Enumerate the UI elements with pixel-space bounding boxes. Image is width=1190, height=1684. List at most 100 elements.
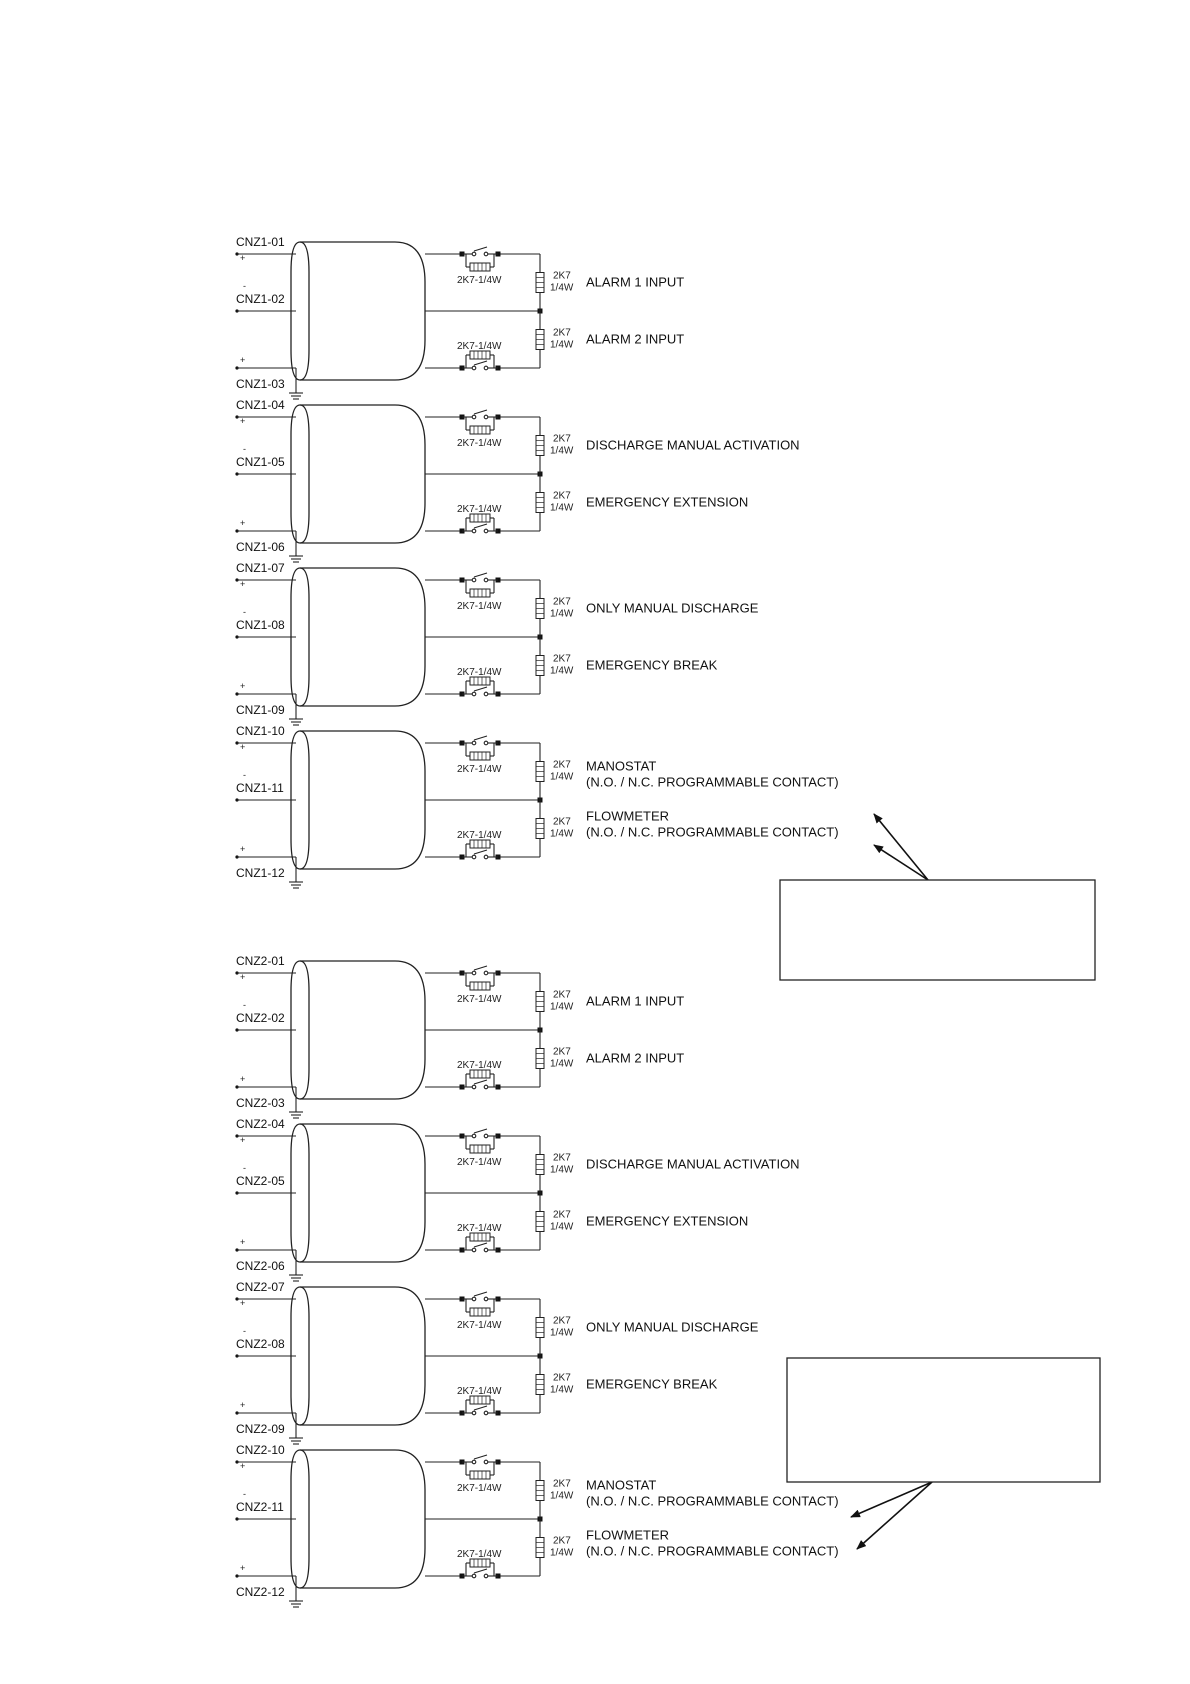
contact-point — [483, 528, 489, 534]
connector-block: CNZ2-01CNZ2-02CNZ2-03+-+2K7-1/4W2K7-1/4W… — [235, 954, 684, 1119]
note-box — [786, 1357, 1101, 1483]
connector-block: CNZ1-01CNZ1-02CNZ1-03+-+2K7-1/4W2K7-1/4W… — [235, 235, 684, 400]
series-resistor-label: 2K7-1/4W — [457, 667, 502, 678]
pin-label: CNZ1-12 — [236, 866, 285, 880]
contact-point — [483, 970, 489, 976]
note-arrow — [850, 1481, 933, 1518]
contact-blade — [473, 686, 488, 692]
series-resistor-label: 2K7-1/4W — [457, 1320, 502, 1331]
pin-label: CNZ2-06 — [236, 1259, 285, 1273]
pin-label: CNZ2-02 — [236, 1011, 285, 1025]
pin-label: CNZ2-09 — [236, 1422, 285, 1436]
function-label: ALARM 1 INPUT — [586, 275, 684, 290]
shunt-rating: 1/4W — [550, 446, 574, 457]
contact-switch: 2K7-1/4W — [457, 1454, 502, 1494]
series-resistor-label: 2K7-1/4W — [457, 275, 502, 286]
contact-point — [483, 251, 489, 257]
contact-switch: 2K7-1/4W — [457, 965, 502, 1005]
contact-point — [483, 1296, 489, 1302]
contact-switch: 2K7-1/4W — [457, 1128, 502, 1168]
contact-point — [471, 1133, 477, 1139]
series-resistor — [469, 425, 491, 435]
series-resistor — [469, 751, 491, 761]
cable-sheath — [290, 404, 426, 544]
cable-sheath — [290, 241, 426, 381]
contact-switch: 2K7-1/4W — [457, 1060, 502, 1090]
function-label: MANOSTAT — [586, 1478, 656, 1493]
connector-block: CNZ2-07CNZ2-08CNZ2-09+-+2K7-1/4W2K7-1/4W… — [235, 1280, 759, 1445]
cable-sheath-edge — [299, 1286, 310, 1426]
series-resistor — [469, 1307, 491, 1317]
contact-blade — [473, 1568, 488, 1574]
series-resistor-label: 2K7-1/4W — [457, 504, 502, 515]
contact-point — [483, 1573, 489, 1579]
shunt-rating: 1/4W — [550, 1002, 574, 1013]
series-resistor — [469, 588, 491, 598]
contact-point — [471, 577, 477, 583]
contact-blade — [473, 849, 488, 855]
contact-blade — [473, 1079, 488, 1085]
pin-label: CNZ1-06 — [236, 540, 285, 554]
contact-point — [483, 740, 489, 746]
series-resistor-label: 2K7-1/4W — [457, 601, 502, 612]
cable-sheath — [290, 730, 426, 870]
shunt-rating: 1/4W — [550, 666, 574, 677]
series-resistor-label: 2K7-1/4W — [457, 830, 502, 841]
contact-point — [471, 1410, 477, 1416]
shunt-value: 2K7 — [553, 597, 571, 608]
series-resistor — [469, 676, 491, 686]
series-resistor-label: 2K7-1/4W — [457, 438, 502, 449]
series-resistor-label: 2K7-1/4W — [457, 1386, 502, 1397]
function-label: DISCHARGE MANUAL ACTIVATION — [586, 438, 800, 453]
contact-point — [471, 970, 477, 976]
contact-point — [471, 854, 477, 860]
contact-blade — [473, 523, 488, 529]
contact-switch: 2K7-1/4W — [457, 1291, 502, 1331]
shunt-rating: 1/4W — [550, 772, 574, 783]
shunt-rating: 1/4W — [550, 1328, 574, 1339]
contact-point — [471, 1247, 477, 1253]
contact-point — [483, 1247, 489, 1253]
shunt-rating: 1/4W — [550, 283, 574, 294]
series-resistor — [469, 513, 491, 523]
contact-point — [471, 414, 477, 420]
contact-blade — [473, 1242, 488, 1248]
shunt-value: 2K7 — [553, 1373, 571, 1384]
shunt-rating: 1/4W — [550, 1491, 574, 1502]
contact-blade — [473, 735, 488, 741]
connector-block: CNZ1-04CNZ1-05CNZ1-06+-+2K7-1/4W2K7-1/4W… — [235, 398, 800, 563]
sign-plus: + — [240, 1074, 245, 1084]
contact-point — [483, 577, 489, 583]
shunt-value: 2K7 — [553, 1536, 571, 1547]
contact-point — [483, 1084, 489, 1090]
contact-point — [471, 1573, 477, 1579]
pin-label: CNZ2-12 — [236, 1585, 285, 1599]
shunt-value: 2K7 — [553, 817, 571, 828]
connector-block: CNZ1-07CNZ1-08CNZ1-09+-+2K7-1/4W2K7-1/4W… — [235, 561, 759, 726]
shunt-rating: 1/4W — [550, 1059, 574, 1070]
sign-plus: + — [240, 1298, 245, 1308]
sign-minus: - — [243, 1163, 246, 1173]
shunt-rating: 1/4W — [550, 609, 574, 620]
shunt-rating: 1/4W — [550, 503, 574, 514]
shunt-rating: 1/4W — [550, 1222, 574, 1233]
series-resistor-label: 2K7-1/4W — [457, 1223, 502, 1234]
connector-blocks: CNZ1-01CNZ1-02CNZ1-03+-+2K7-1/4W2K7-1/4W… — [235, 235, 839, 1608]
contact-point — [483, 1133, 489, 1139]
function-label: (N.O. / N.C. PROGRAMMABLE CONTACT) — [586, 775, 839, 790]
pin-label: CNZ2-05 — [236, 1174, 285, 1188]
contact-point — [483, 1459, 489, 1465]
shunt-rating: 1/4W — [550, 829, 574, 840]
shunt-value: 2K7 — [553, 1210, 571, 1221]
function-label: (N.O. / N.C. PROGRAMMABLE CONTACT) — [586, 1494, 839, 1509]
